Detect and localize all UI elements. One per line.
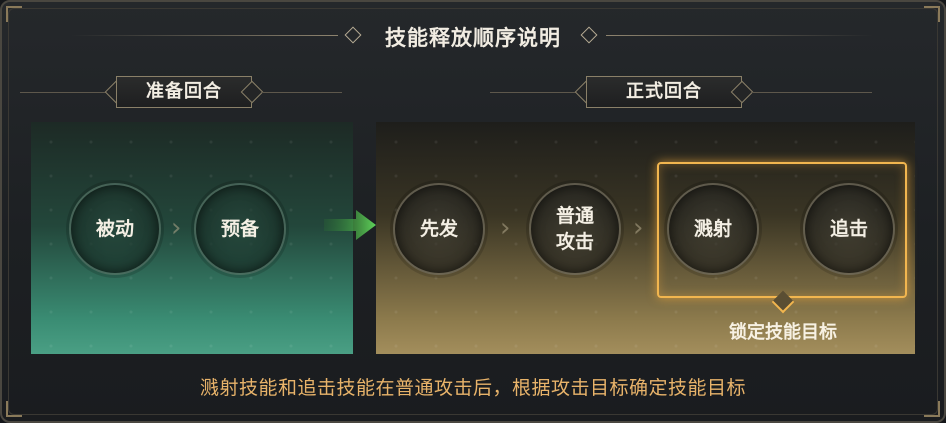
chevron-right-icon: › [500,213,511,243]
chevron-right-icon: › [171,213,182,243]
prep-round-panel [31,122,353,354]
diamond-ornament-icon [344,26,362,44]
skill-node-first-strike: 先发 [393,183,485,275]
footer-note: 溅射技能和追击技能在普通攻击后，根据攻击目标确定技能目标 [199,377,746,399]
green-arrow-icon [324,210,376,240]
prep-section-label: 准备回合 [116,76,252,108]
title-divider-right [606,35,874,36]
skill-node-prepare: 预备 [194,183,286,275]
skill-node-normal-attack: 普通 攻击 [529,183,621,275]
skill-node-label: 追击 [829,218,868,240]
section-divider [262,92,342,93]
title-divider-left [70,35,338,36]
skill-node-pursuit: 追击 [803,183,895,275]
target-lock-label: 锁定技能目标 [729,322,837,343]
skill-node-passive: 被动 [69,183,161,275]
skill-node-label: 被动 [95,218,134,240]
corner-ornament [6,401,22,417]
formal-section-header: 正式回合 [370,76,930,110]
skill-node-label: 预备 [220,218,259,240]
section-divider [752,92,872,93]
section-divider [490,92,580,93]
skill-node-label: 先发 [419,218,458,240]
corner-ornament [924,401,940,417]
dialog-title: 技能释放顺序说明 [385,26,561,50]
skill-node-label: 溅射 [693,218,732,240]
corner-ornament [6,6,22,22]
section-divider [20,92,110,93]
skill-node-splash: 溅射 [667,183,759,275]
prep-section-header: 准备回合 [10,76,350,110]
formal-section-label: 正式回合 [586,76,742,108]
skill-node-label: 普通 攻击 [555,205,594,253]
dialog-header: 技能释放顺序说明 [0,18,946,54]
dialog-inner-border [8,8,938,415]
diamond-ornament-icon [580,26,598,44]
corner-ornament [924,6,940,22]
chevron-right-icon: › [633,213,644,243]
